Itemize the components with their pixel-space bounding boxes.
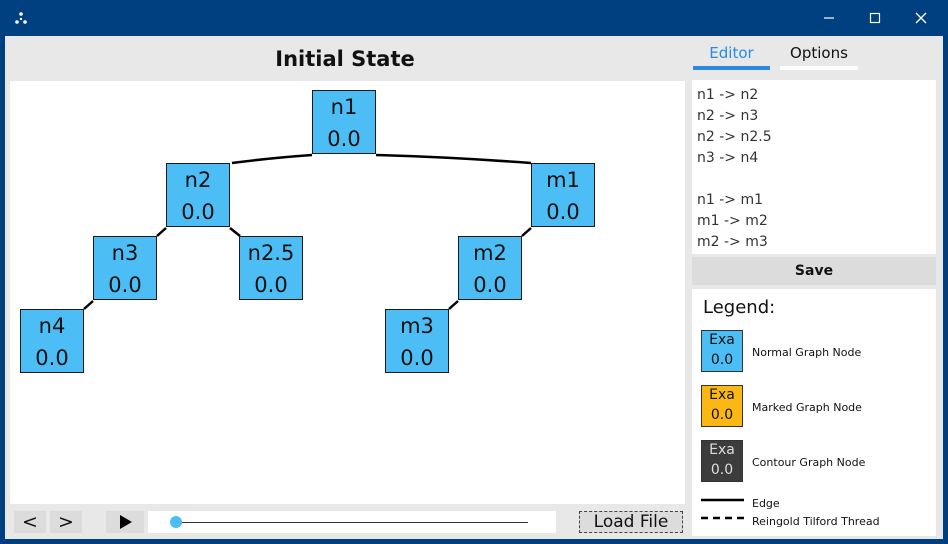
node-value: 0.0: [473, 273, 507, 297]
maximize-icon: [869, 12, 881, 24]
graph-node-m3[interactable]: m3 0.0: [385, 309, 449, 373]
graph-node-n4[interactable]: n4 0.0: [20, 309, 84, 373]
maximize-button[interactable]: [852, 0, 898, 36]
legend-label-edge: Edge: [752, 497, 780, 510]
legend-label-contour: Contour Graph Node: [752, 456, 866, 469]
node-label: n2: [184, 168, 212, 192]
swatch-label: Exa: [709, 442, 735, 458]
legend-thread-line: [701, 516, 744, 520]
step-slider[interactable]: [148, 511, 556, 533]
play-button[interactable]: [106, 511, 144, 533]
node-value: 0.0: [108, 273, 142, 297]
close-button[interactable]: [898, 0, 944, 36]
node-label: n2.5: [247, 241, 295, 265]
minimize-button[interactable]: [806, 0, 852, 36]
graph-edges: [83, 153, 532, 310]
edge-n2-n3: [156, 227, 167, 237]
graph-node-m2[interactable]: m2 0.0: [458, 236, 522, 300]
tab-options[interactable]: Options: [780, 40, 858, 70]
minimize-icon: [824, 17, 834, 19]
editor-line: n1 -> m1: [697, 192, 764, 208]
swatch-value: 0.0: [710, 352, 734, 368]
edge-m1-m2: [521, 227, 532, 237]
play-icon: [120, 515, 132, 529]
swatch-label: Exa: [709, 332, 735, 348]
graph-editor-textarea[interactable]: n1 -> n2 n2 -> n3 n2 -> n2.5 n3 -> n4 n1…: [692, 80, 936, 254]
legend-edge-line: [701, 498, 744, 502]
legend-swatch-normal: Exa 0.0: [701, 330, 743, 372]
legend-label-normal: Normal Graph Node: [752, 346, 862, 359]
title-bar[interactable]: [0, 0, 948, 36]
legend-title: Legend:: [703, 297, 776, 318]
node-label: n4: [38, 314, 66, 338]
swatch-value: 0.0: [710, 407, 734, 423]
edge-n1-m1: [375, 153, 532, 165]
graph-canvas[interactable]: n1 0.0 n2 0.0 m1 0.0 n3 0.0 n2.5 0.0 m2 …: [10, 81, 685, 504]
graph-node-m1[interactable]: m1 0.0: [531, 163, 595, 227]
legend-label-marked: Marked Graph Node: [752, 401, 862, 414]
swatch-value: 0.0: [710, 462, 734, 478]
save-button[interactable]: Save: [692, 257, 936, 285]
graph-node-n1[interactable]: n1 0.0: [312, 90, 376, 154]
editor-line: m1 -> m2: [697, 213, 768, 229]
editor-line: n2 -> n3: [697, 108, 759, 124]
app-logo-icon: [15, 12, 27, 24]
legend-swatch-contour: Exa 0.0: [701, 440, 743, 482]
editor-line: n2 -> n2.5: [697, 129, 772, 145]
node-label: m3: [400, 314, 434, 338]
tab-editor[interactable]: Editor: [693, 40, 770, 70]
node-value: 0.0: [327, 127, 361, 151]
edge-n1-n2: [231, 153, 313, 165]
slider-handle[interactable]: [170, 516, 182, 528]
node-label: n3: [111, 241, 139, 265]
edge-n2-n25: [229, 227, 241, 237]
node-label: m1: [546, 168, 580, 192]
legend-panel: Legend: Exa 0.0 Normal Graph Node Exa 0.…: [692, 289, 936, 536]
node-value: 0.0: [546, 200, 580, 224]
playback-bar: < > Load File: [10, 509, 685, 536]
graph-node-n2-5[interactable]: n2.5 0.0: [239, 236, 303, 300]
state-title: Initial State: [275, 47, 415, 71]
node-value: 0.0: [35, 346, 69, 370]
swatch-label: Exa: [709, 387, 735, 403]
graph-node-n2[interactable]: n2 0.0: [166, 163, 230, 227]
node-value: 0.0: [181, 200, 215, 224]
editor-line: m2 -> m3: [697, 234, 768, 250]
graph-node-n3[interactable]: n3 0.0: [93, 236, 157, 300]
node-value: 0.0: [400, 346, 434, 370]
edge-n3-n4: [83, 300, 94, 310]
node-label: n1: [330, 95, 358, 119]
editor-line: n3 -> n4: [697, 150, 759, 166]
legend-label-thread: Reingold Tilford Thread: [752, 515, 880, 528]
node-value: 0.0: [254, 273, 288, 297]
load-file-button[interactable]: Load File: [579, 511, 683, 533]
prev-step-button[interactable]: <: [14, 511, 46, 533]
edge-m2-m3: [448, 300, 459, 310]
close-icon: [915, 12, 927, 24]
node-label: m2: [473, 241, 507, 265]
editor-line: n1 -> n2: [697, 87, 759, 103]
next-step-button[interactable]: >: [50, 511, 82, 533]
legend-swatch-marked: Exa 0.0: [701, 385, 743, 427]
slider-track: [176, 522, 528, 523]
